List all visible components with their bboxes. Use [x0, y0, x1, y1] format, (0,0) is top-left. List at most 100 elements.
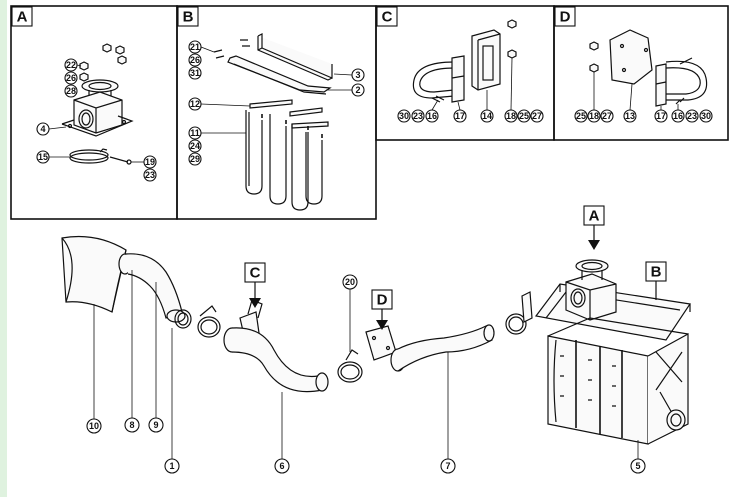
svg-text:27: 27 [532, 111, 542, 121]
part-5-muffler [534, 259, 692, 445]
svg-text:14: 14 [482, 111, 492, 121]
svg-text:25: 25 [576, 111, 586, 121]
svg-text:31: 31 [190, 68, 200, 78]
detail-ref-b: B [645, 261, 667, 300]
callout-c-18: 18 [504, 109, 518, 123]
panel-c-label: C [376, 6, 398, 27]
svg-text:24: 24 [190, 141, 200, 151]
callout-c-23: 23 [411, 109, 425, 123]
svg-text:27: 27 [602, 111, 612, 121]
svg-text:3: 3 [355, 70, 360, 80]
callout-b-2: 2 [351, 83, 365, 97]
svg-text:17: 17 [455, 111, 465, 121]
callout-b-3: 3 [351, 68, 365, 82]
clamp-right [505, 291, 533, 335]
clamp-middle [337, 349, 363, 383]
callout-a-4: 4 [36, 122, 50, 136]
callout-main-8: 8 [124, 417, 140, 433]
panel-d-drawing [589, 29, 708, 107]
callout-b-11: 11 [188, 126, 202, 140]
callout-b-21: 21 [188, 40, 202, 54]
callout-main-6: 6 [274, 458, 290, 474]
panel-a-label: A [11, 6, 33, 27]
svg-text:9: 9 [153, 420, 158, 430]
callout-d-18: 18 [587, 109, 601, 123]
svg-text:18: 18 [589, 111, 599, 121]
svg-text:7: 7 [445, 461, 450, 471]
callout-b-31: 31 [188, 66, 202, 80]
callout-b-29: 29 [188, 152, 202, 166]
svg-text:30: 30 [399, 111, 409, 121]
callout-main-9: 9 [148, 417, 164, 433]
panel-a-drawing [61, 43, 134, 165]
svg-text:8: 8 [129, 420, 134, 430]
callout-main-10: 10 [86, 418, 102, 434]
callout-d-23: 23 [685, 109, 699, 123]
part-1-gasket [174, 309, 192, 329]
callout-main-5: 5 [630, 458, 646, 474]
svg-text:C: C [250, 265, 261, 282]
svg-text:13: 13 [625, 111, 635, 121]
svg-text:17: 17 [656, 111, 666, 121]
panel-d-frame [553, 5, 729, 141]
svg-text:4: 4 [40, 124, 45, 134]
svg-text:19: 19 [145, 157, 155, 167]
part-9-inlet-pipe [118, 253, 186, 323]
svg-text:11: 11 [190, 128, 200, 138]
svg-text:15: 15 [38, 152, 48, 162]
panel-b-drawing [213, 33, 333, 211]
callout-c-30: 30 [397, 109, 411, 123]
callout-c-27: 27 [530, 109, 544, 123]
callout-a-28: 28 [64, 84, 78, 98]
svg-text:A: A [589, 208, 600, 225]
callout-b-26: 26 [188, 53, 202, 67]
detail-ref-d: D [371, 289, 393, 330]
callout-main-1: 1 [164, 458, 180, 474]
svg-text:A: A [17, 9, 28, 26]
callout-d-30: 30 [699, 109, 713, 123]
callout-d-13: 13 [623, 109, 637, 123]
svg-text:30: 30 [701, 111, 711, 121]
svg-text:21: 21 [190, 42, 200, 52]
callout-a-15: 15 [36, 150, 50, 164]
svg-text:B: B [183, 9, 194, 26]
svg-text:29: 29 [190, 154, 200, 164]
svg-text:6: 6 [279, 461, 284, 471]
svg-text:16: 16 [673, 111, 683, 121]
svg-text:25: 25 [519, 111, 529, 121]
callout-c-17: 17 [453, 109, 467, 123]
svg-text:B: B [651, 264, 662, 281]
part-6-middle-pipe [223, 327, 329, 393]
callout-a-19: 19 [143, 155, 157, 169]
svg-text:18: 18 [506, 111, 516, 121]
svg-text:12: 12 [190, 99, 200, 109]
part-7-outlet-pipe [390, 324, 495, 372]
callout-c-14: 14 [480, 109, 494, 123]
svg-text:5: 5 [635, 461, 640, 471]
left-accent-strip [0, 0, 7, 497]
callout-a-26: 26 [64, 71, 78, 85]
svg-text:D: D [377, 292, 388, 309]
callout-c-25: 25 [517, 109, 531, 123]
svg-text:23: 23 [687, 111, 697, 121]
svg-text:2: 2 [355, 85, 360, 95]
clamp-left [197, 305, 221, 338]
svg-text:28: 28 [66, 86, 76, 96]
detail-ref-a: A [583, 205, 605, 250]
callout-a-23: 23 [143, 168, 157, 182]
svg-text:22: 22 [66, 60, 76, 70]
callout-d-16: 16 [671, 109, 685, 123]
panel-c-drawing [412, 19, 517, 103]
svg-text:16: 16 [427, 111, 437, 121]
detail-ref-c: C [244, 262, 266, 308]
svg-text:23: 23 [145, 170, 155, 180]
svg-text:1: 1 [169, 461, 174, 471]
svg-text:D: D [560, 9, 571, 26]
callout-d-17: 17 [654, 109, 668, 123]
callout-a-22: 22 [64, 58, 78, 72]
panel-d-label: D [554, 6, 576, 27]
svg-text:C: C [382, 9, 393, 26]
part-10-deflector [61, 235, 127, 313]
svg-text:26: 26 [190, 55, 200, 65]
